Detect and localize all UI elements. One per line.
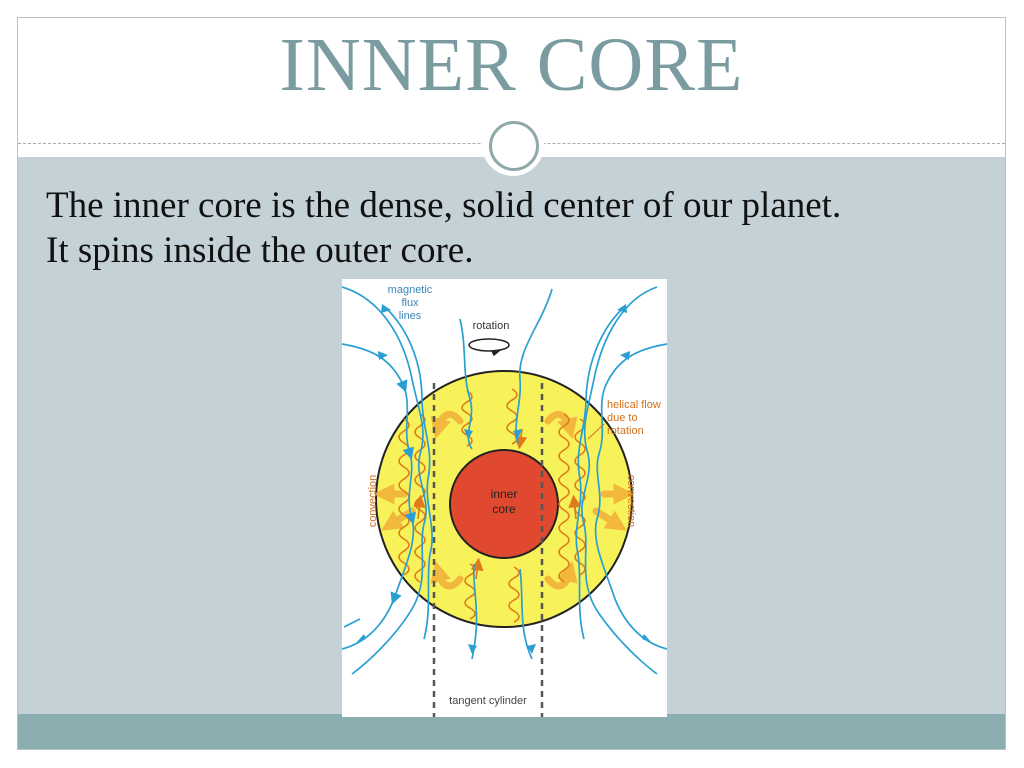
rotation-arrow-icon [468, 338, 510, 357]
magnetic-flux-lines [342, 286, 667, 675]
body-text: The inner core is the dense, solid cente… [46, 183, 986, 273]
flux-line-arrowheads [356, 304, 652, 654]
label-due-to: due to [607, 412, 638, 424]
helical-flow-arrows [412, 428, 582, 580]
label-convection-right: convection [625, 475, 637, 528]
diagram-svg: magnetic flux lines rotation helical flo… [342, 284, 667, 717]
label-rotation-helical: rotation [607, 425, 644, 437]
label-rotation: rotation [473, 320, 510, 332]
label-flux: flux [401, 297, 419, 309]
label-magnetic: magnetic [388, 284, 433, 296]
tangent-cylinder-lines [432, 383, 544, 717]
inner-core-circle [449, 449, 559, 559]
footer-bar [18, 714, 1005, 749]
ornament-ring [489, 121, 539, 171]
inner-core-diagram: magnetic flux lines rotation helical flo… [342, 279, 667, 717]
label-lines: lines [399, 310, 422, 322]
label-tangent-cylinder: tangent cylinder [449, 695, 527, 707]
body-line-2: It spins inside the outer core. [46, 230, 474, 271]
body-line-1: The inner core is the dense, solid cente… [46, 185, 842, 226]
circle-ornament-icon [482, 114, 544, 176]
label-inner-core-2: core [492, 502, 516, 516]
label-helical-flow: helical flow [607, 399, 661, 411]
helical-flow-leader [587, 423, 605, 440]
slide: INNER CORE The inner core is the dense, … [17, 17, 1006, 750]
slide-title: INNER CORE [279, 23, 744, 107]
label-inner-core-1: inner [491, 487, 518, 501]
label-convection-left: convection [367, 475, 379, 528]
